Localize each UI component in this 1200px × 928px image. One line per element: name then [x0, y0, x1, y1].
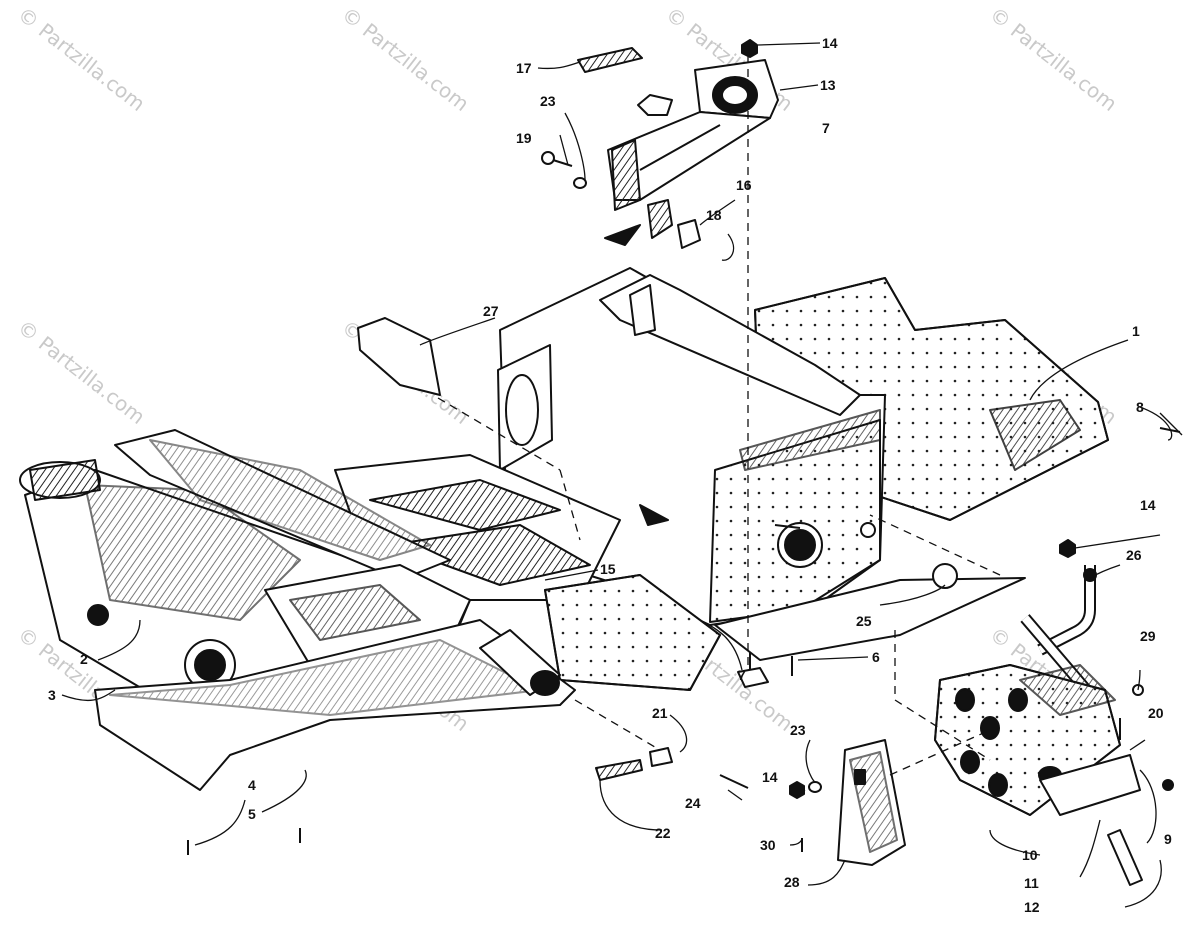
callout-18: 18 [706, 207, 722, 223]
callout-1: 1 [1132, 323, 1140, 339]
arrow-marker-top [604, 224, 641, 246]
skid-plate-11 [934, 664, 1141, 816]
callout-27: 27 [483, 303, 499, 319]
main-frame [19, 267, 1109, 791]
callout-17: 17 [516, 60, 532, 76]
callout-16: 16 [736, 177, 752, 193]
gusset-plate-27 [357, 317, 441, 396]
callout-4: 4 [248, 777, 256, 793]
nut-14-top [741, 39, 758, 58]
nut-14-right [1059, 539, 1076, 558]
washer-23 [573, 177, 587, 189]
callout-7-lower: 7 [738, 667, 746, 683]
callout-11: 11 [1024, 875, 1039, 891]
callout-23-lower: 23 [790, 722, 806, 738]
callout-9: 9 [1164, 831, 1172, 847]
callout-8: 8 [1136, 399, 1144, 415]
leader-lines [61, 42, 1183, 908]
clamp-21 [649, 747, 673, 767]
strap-12 [1107, 829, 1143, 886]
callout-14-right: 14 [1140, 497, 1156, 513]
plug-25 [932, 563, 958, 589]
callout-14-top: 14 [822, 35, 838, 51]
callout-2: 2 [80, 651, 88, 667]
callout-22: 22 [655, 825, 671, 841]
callout-13: 13 [820, 77, 836, 93]
mount-plate-17 [577, 47, 643, 73]
callout-7-upper: 7 [822, 120, 830, 136]
nut-14-lower [789, 781, 805, 799]
callout-30: 30 [760, 837, 776, 853]
callout-12: 12 [1024, 899, 1040, 915]
callout-10: 10 [1022, 847, 1038, 863]
steering-support-bracket [607, 59, 779, 211]
callout-24: 24 [685, 795, 701, 811]
stud-plate-6 [737, 667, 769, 688]
callout-21: 21 [652, 705, 668, 721]
cable-end-22 [595, 759, 643, 781]
callout-6: 6 [872, 649, 880, 665]
callout-3: 3 [48, 687, 56, 703]
arrow-marker-mid [639, 504, 669, 526]
callout-26: 26 [1126, 547, 1142, 563]
callout-14-lower: 14 [762, 769, 778, 785]
bolt-19 [541, 151, 573, 167]
callout-19: 19 [516, 130, 532, 146]
callout-5: 5 [248, 806, 256, 822]
callout-29: 29 [1140, 628, 1156, 644]
bracket-16 [647, 199, 701, 249]
callout-25: 25 [856, 613, 872, 629]
washer-23-lower [808, 781, 822, 793]
callout-labels: 1 2 3 4 5 6 7 7 8 9 10 11 12 13 14 14 14… [48, 35, 1172, 915]
callout-20: 20 [1148, 705, 1164, 721]
callout-15: 15 [600, 561, 616, 577]
callout-28: 28 [784, 874, 800, 890]
callout-23-top: 23 [540, 93, 556, 109]
